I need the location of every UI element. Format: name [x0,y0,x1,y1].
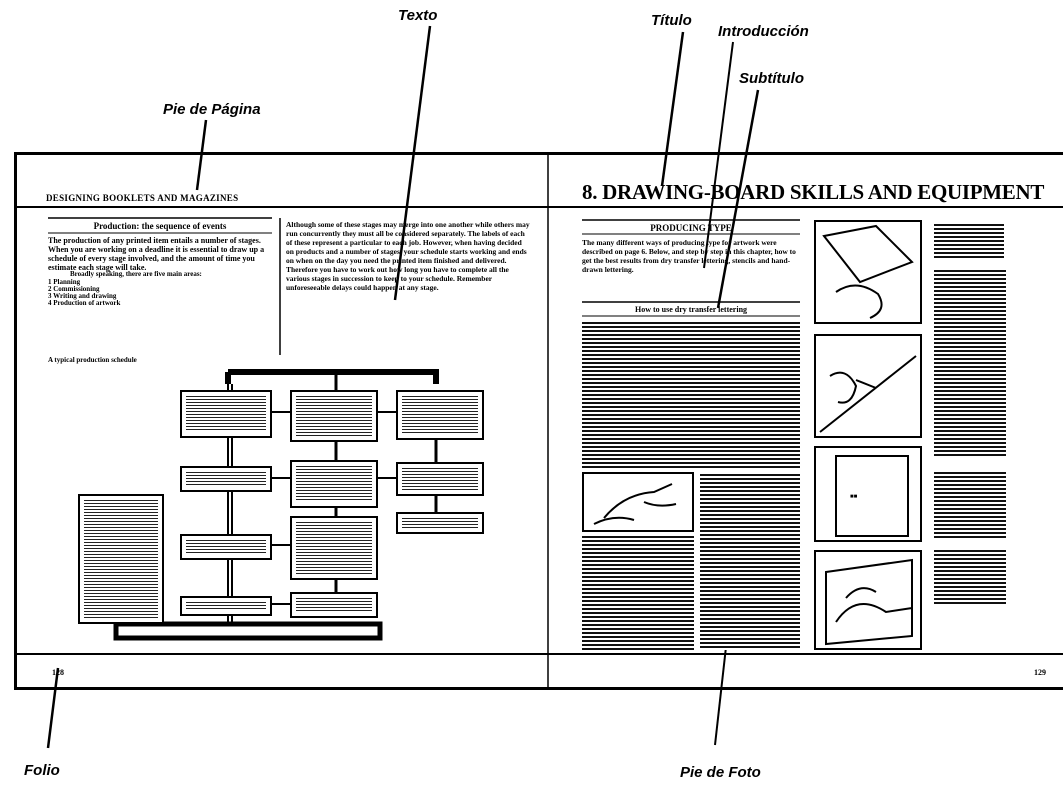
running-head: DESIGNING BOOKLETS AND MAGAZINES [46,193,238,203]
right-section-heading: PRODUCING TYPE [582,223,800,233]
flowchart-box [396,462,484,496]
side-caption-column [934,472,1006,538]
side-caption-column [934,270,1006,456]
folio-left: 128 [52,668,64,677]
left-section-heading: Production: the sequence of events [48,221,272,231]
flowchart-box [180,596,272,616]
flowchart-box [180,390,272,438]
left-broadly-text: Broadly speaking, there are five main ar… [70,270,270,279]
right-subheading: How to use dry transfer lettering [582,305,800,314]
stage-item: 4 Production of artwork [48,300,120,307]
right-intro-text: The many different ways of producing typ… [582,238,800,296]
right-body-text [582,322,800,468]
photo-caption [582,536,694,650]
photo-sheet: ■■ [814,446,922,542]
photo-lettering [814,550,922,650]
flowchart-box [290,516,378,580]
photo-transfer-sheet [814,220,922,324]
side-caption-column [934,224,1004,258]
stages-list: 1 Planning 2 Commissioning 3 Writing and… [48,279,120,307]
flowchart-box [78,494,164,624]
folio-right: 129 [1034,668,1046,677]
left-intro-text: The production of any printed item entai… [48,236,272,272]
flowchart-box [180,466,272,492]
flowchart-bottom-connector [116,624,380,638]
flowchart-box [396,390,484,440]
flowchart-box [396,512,484,534]
flowchart-box [180,534,272,560]
svg-text:■■: ■■ [850,494,858,500]
flowchart-box [290,390,378,442]
flowchart-box [290,592,378,618]
flowchart-top-connector [228,372,436,384]
photo-burnishing [814,334,922,438]
left-body-column: Although some of these stages may merge … [286,220,530,358]
chapter-title: 8. DRAWING-BOARD SKILLS AND EQUIPMENT [582,180,1044,205]
photo-caption [700,474,800,650]
schedule-caption: A typical production schedule [48,356,137,365]
flowchart-box [290,460,378,508]
photo-hand-drawing [582,472,694,532]
side-caption-column [934,550,1006,606]
